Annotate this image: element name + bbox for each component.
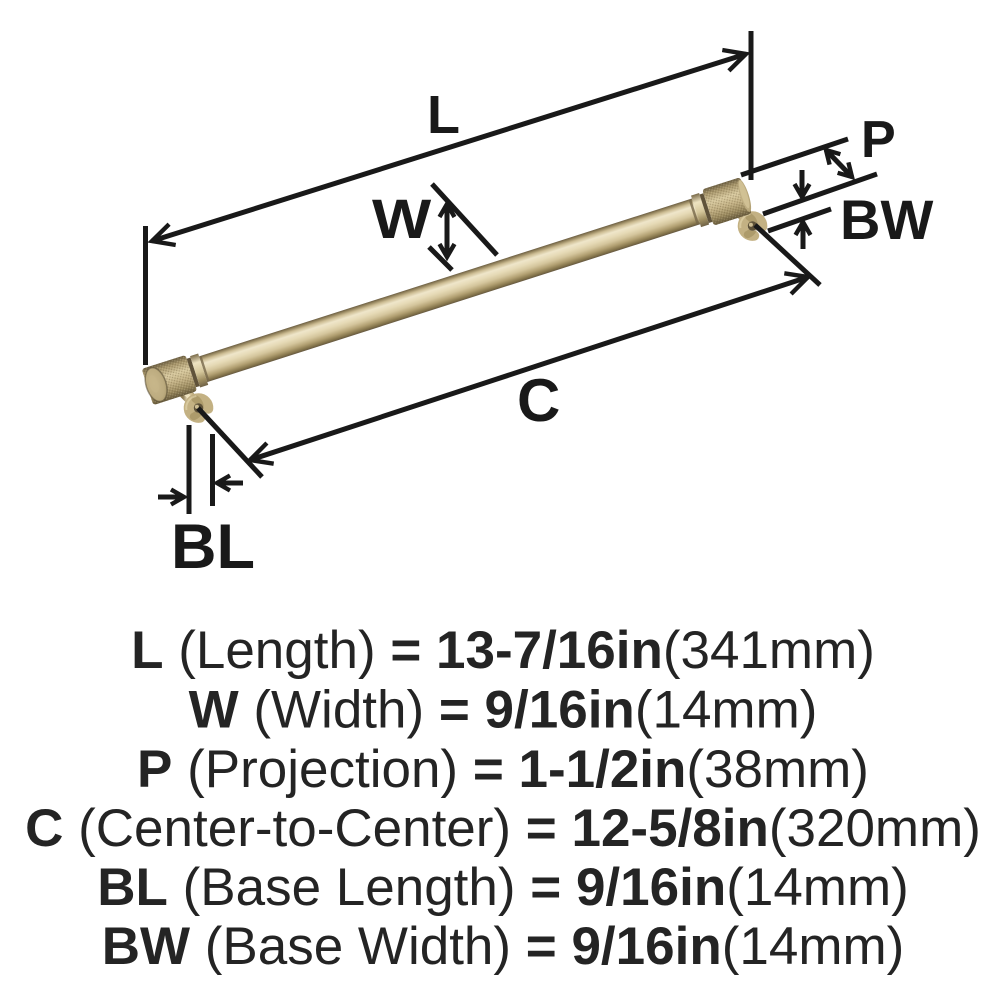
svg-text:BW (Base Width) = 9/16in(14mm): BW (Base Width) = 9/16in(14mm) [102, 917, 905, 976]
svg-text:BL (Base Length) = 9/16in(14mm: BL (Base Length) = 9/16in(14mm) [97, 858, 909, 917]
svg-text:C: C [517, 367, 560, 434]
svg-text:BL: BL [171, 512, 255, 582]
svg-text:P (Projection) = 1-1/2in(38mm): P (Projection) = 1-1/2in(38mm) [137, 740, 869, 799]
svg-text:L: L [427, 85, 460, 145]
svg-text:C (Center-to-Center) = 12-5/8i: C (Center-to-Center) = 12-5/8in(320mm) [25, 799, 981, 858]
svg-text:BW: BW [840, 188, 933, 251]
svg-text:W (Width) = 9/16in(14mm): W (Width) = 9/16in(14mm) [189, 681, 818, 740]
svg-text:W: W [372, 187, 432, 250]
svg-text:L (Length) = 13-7/16in(341mm): L (Length) = 13-7/16in(341mm) [131, 621, 875, 680]
svg-text:P: P [861, 111, 896, 169]
